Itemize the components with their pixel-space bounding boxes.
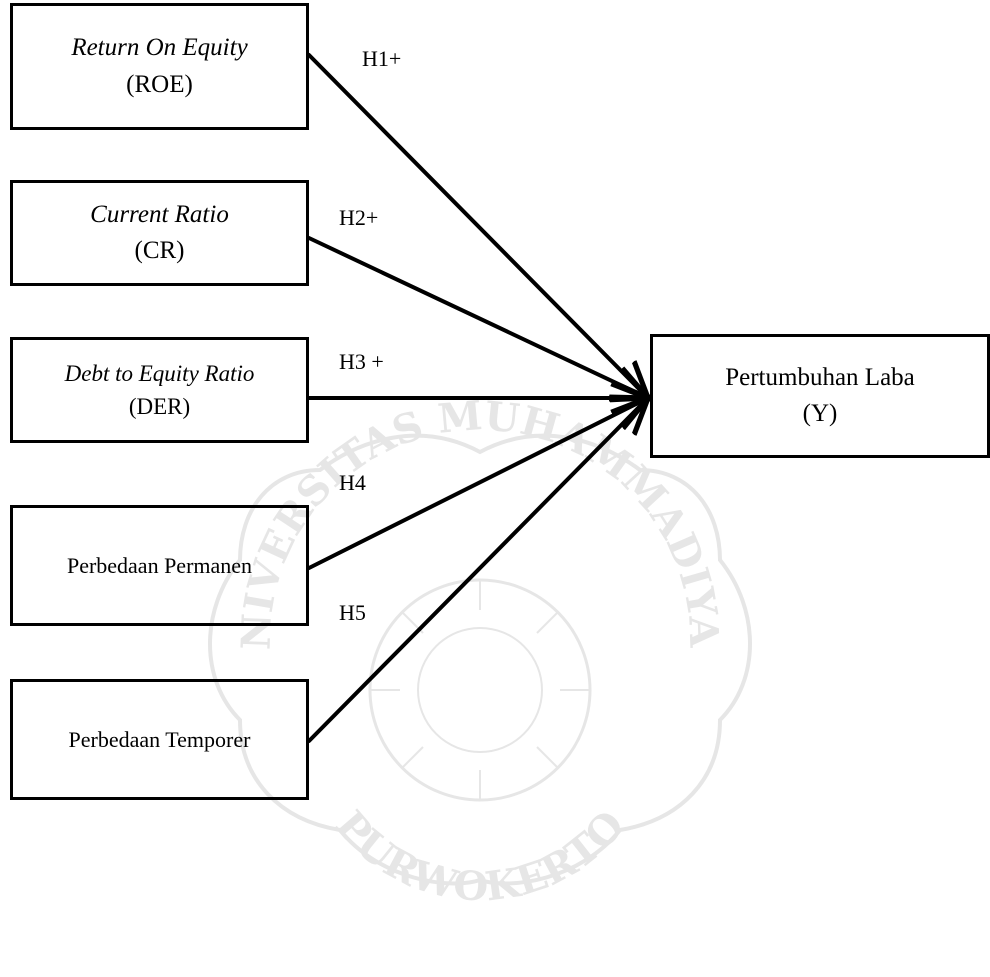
hypothesis-h5-label: H5 xyxy=(339,600,366,625)
roe-label: Return On Equity xyxy=(71,34,248,62)
cr-abbreviation: (CR) xyxy=(134,237,185,264)
permanen-label: Perbedaan Permanen xyxy=(66,552,253,578)
der-label: Debt to Equity Ratio xyxy=(64,360,255,386)
permanen-box: Perbedaan Permanen xyxy=(10,505,309,626)
arrow-permanen-to-y xyxy=(307,398,648,570)
arrow-cr-to-y xyxy=(307,236,648,398)
hypothesis-h3-label: H3 + xyxy=(339,349,384,374)
hypothesis-h4-label: H4 xyxy=(339,470,366,495)
hypothesis-h1-label: H1+ xyxy=(362,46,402,71)
hypothesis-h2-label: H2+ xyxy=(339,205,379,230)
arrow-roe-to-y xyxy=(307,53,648,398)
der-box: Debt to Equity Ratio (DER) xyxy=(10,337,309,443)
cr-label: Current Ratio xyxy=(90,200,229,228)
watermark-bottom-text: PURWOKERTO xyxy=(326,802,634,911)
cr-box: Current Ratio (CR) xyxy=(10,180,309,286)
temporer-label: Perbedaan Temporer xyxy=(68,726,251,752)
roe-abbreviation: (ROE) xyxy=(126,70,193,98)
pertumbuhan-laba-box: Pertumbuhan Laba (Y) xyxy=(650,334,990,458)
roe-box: Return On Equity (ROE) xyxy=(10,3,309,130)
pertumbuhan-laba-label: Pertumbuhan Laba xyxy=(725,363,915,391)
pertumbuhan-laba-abbreviation: (Y) xyxy=(802,400,838,427)
arrow-temporer-to-y xyxy=(307,398,648,743)
der-abbreviation: (DER) xyxy=(128,394,191,419)
temporer-box: Perbedaan Temporer xyxy=(10,679,309,800)
